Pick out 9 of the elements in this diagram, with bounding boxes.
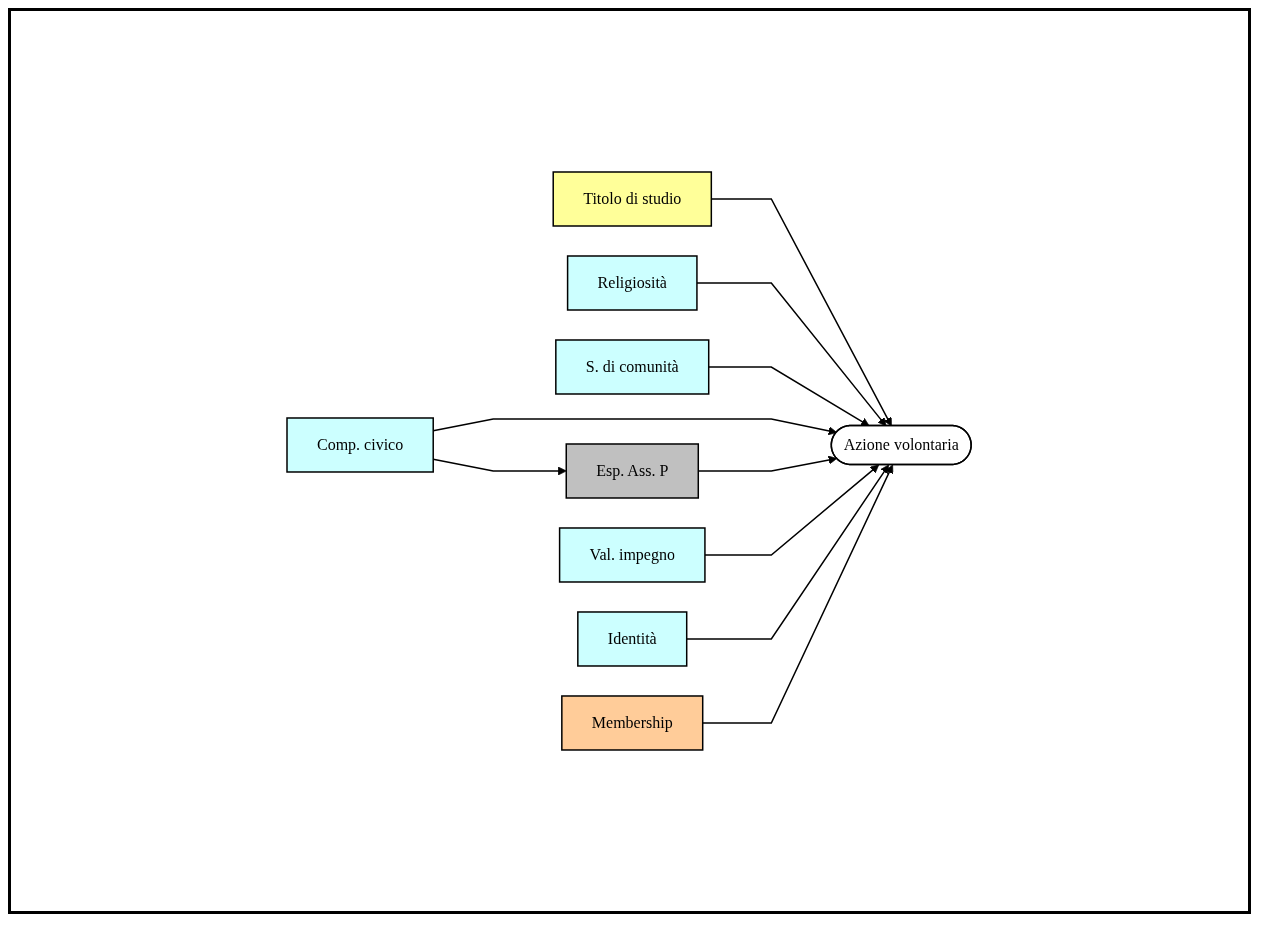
node-box: Titolo di studio: [552, 171, 713, 227]
node-box: Religiosità: [567, 255, 699, 311]
node-box: Comp. civico: [286, 417, 435, 473]
node-box: Esp. Ass. P: [565, 443, 700, 499]
node-box: Membership: [561, 695, 704, 751]
node-box: Identità: [577, 611, 688, 667]
arrow: [711, 198, 893, 427]
node-box: Val. impegno: [559, 527, 707, 583]
node-box: S. di comunità: [555, 339, 710, 395]
